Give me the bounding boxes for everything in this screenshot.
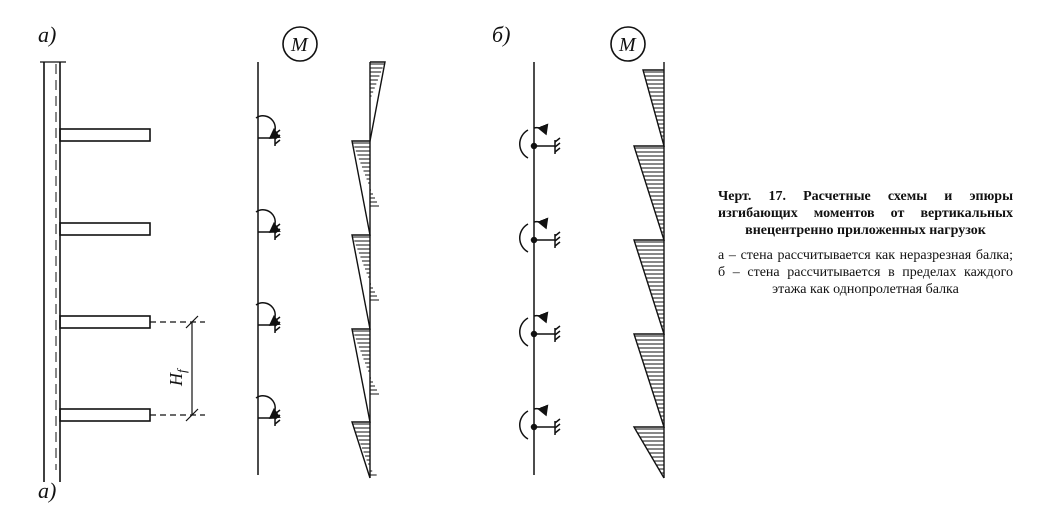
svg-text:М: М [618, 34, 637, 56]
height-label: Нf [166, 367, 189, 387]
beam-scheme-a [255, 62, 281, 475]
label-a: а) [38, 22, 56, 47]
label-a-bottom: а) [38, 478, 56, 503]
figure-caption: Черт. 17. Расчетные схемы и эпюры изгиба… [718, 188, 1013, 298]
design-scheme-drawing: а) а) Нf М [38, 22, 665, 503]
moment-symbol-b: М [610, 26, 646, 62]
wall-a [40, 61, 66, 482]
caption-title: Черт. 17. Расчетные схемы и эпюры изгиба… [718, 189, 1013, 238]
beam-scheme-b [519, 62, 561, 475]
caption-legend: а – стена рассчитывается как неразрезная… [718, 248, 1013, 297]
moment-diagram-a [351, 61, 386, 479]
floor-slabs-a [59, 128, 151, 422]
moment-diagram-b [632, 62, 665, 479]
moment-symbol-a: М [282, 26, 318, 62]
floor-height-dimension [150, 315, 205, 422]
label-b: б) [492, 22, 510, 47]
svg-text:М: М [290, 34, 309, 56]
